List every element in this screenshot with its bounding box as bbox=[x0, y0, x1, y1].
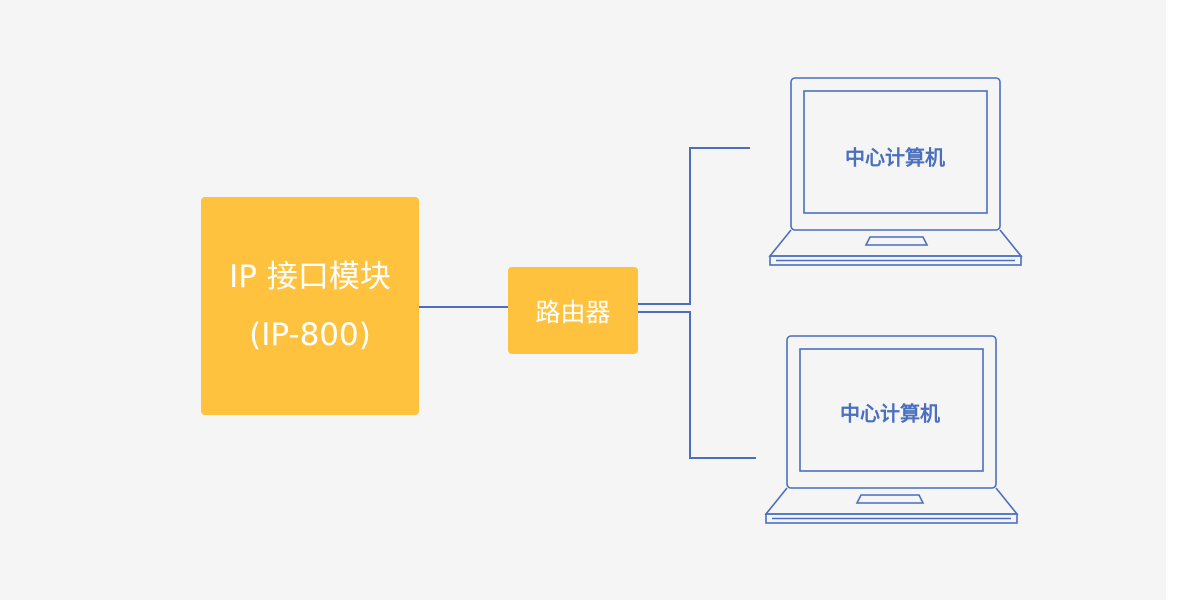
diagram-canvas: IP 接口模块 (IP-800) 路由器 中心计算机 中心计算机 bbox=[201, 77, 1023, 524]
module-name: IP 接口模块 bbox=[229, 259, 391, 295]
laptop-icon bbox=[768, 77, 1023, 266]
router-node: 路由器 bbox=[508, 267, 638, 354]
ip-interface-module: IP 接口模块 (IP-800) bbox=[201, 197, 419, 415]
computer-label-2: 中心计算机 bbox=[840, 401, 940, 426]
computer-label-1: 中心计算机 bbox=[845, 145, 945, 170]
connection-lines bbox=[419, 77, 1023, 524]
module-model: (IP-800) bbox=[249, 317, 371, 353]
laptop-icon bbox=[764, 335, 1019, 524]
router-label: 路由器 bbox=[535, 297, 611, 327]
link-router-pc1 bbox=[638, 147, 750, 305]
link-router-pc2 bbox=[638, 311, 756, 459]
